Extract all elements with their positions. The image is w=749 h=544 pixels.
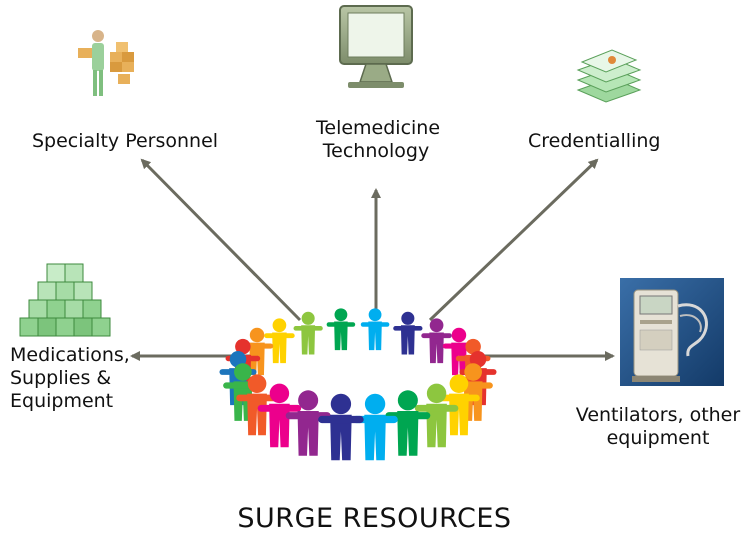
person-figure (453, 363, 493, 421)
person-head (397, 390, 418, 411)
medications-label: Medications, Supplies & Equipment (10, 344, 130, 413)
person-body (269, 403, 290, 448)
person-body (400, 325, 415, 355)
credentialling-text: Credentialling (528, 130, 661, 152)
person-head (269, 383, 290, 404)
person-head (429, 318, 444, 333)
person-figure (318, 393, 364, 461)
telemedicine-line1: Telemedicine (316, 117, 441, 139)
person-figure (414, 383, 459, 448)
ventilators-label: Ventilators, other equipment (570, 404, 746, 450)
ventilators-line2: equipment (606, 427, 710, 449)
person-body (368, 321, 382, 351)
person-figure (421, 318, 452, 364)
person-body (364, 414, 386, 461)
person-figure (326, 308, 356, 351)
person-body (330, 414, 352, 461)
person-head (330, 393, 352, 415)
person-figure (385, 390, 431, 456)
person-figure (293, 311, 323, 355)
telemedicine-label: Telemedicine Technology (316, 117, 441, 163)
person-head (234, 363, 252, 381)
medications-line2: Supplies & (10, 367, 112, 389)
person-head (235, 338, 251, 355)
person-head (368, 308, 382, 322)
person-body (463, 381, 483, 421)
person-body (449, 393, 469, 436)
medications-line1: Medications, (10, 344, 130, 366)
ventilators-line1: Ventilators, other (575, 404, 741, 426)
person-head (464, 363, 482, 381)
specialty-personnel-text: Specialty Personnel (32, 130, 219, 152)
arrow-to-specialty-personnel (140, 158, 302, 322)
credentialling-label: Credentialling (528, 130, 660, 153)
people-circle-icon (219, 308, 497, 461)
person-body (272, 332, 287, 364)
person-head (247, 374, 267, 394)
person-figure (360, 308, 390, 351)
person-figure (393, 311, 423, 355)
person-figure (236, 374, 278, 436)
person-body (451, 342, 467, 376)
person-body (334, 321, 348, 351)
person-figure (285, 390, 331, 456)
person-head (451, 327, 467, 343)
person-body (429, 332, 444, 364)
arrow-to-credentialling (428, 158, 599, 322)
person-head (301, 311, 315, 325)
specialty-personnel-label: Specialty Personnel (32, 130, 218, 153)
person-figure (352, 393, 398, 461)
ventilator-icon (620, 278, 724, 386)
person-body (397, 410, 419, 456)
person-body (233, 381, 253, 421)
person-figure (442, 327, 476, 376)
person-body (247, 393, 267, 436)
person-head (298, 390, 319, 411)
person-with-boxes-icon (78, 30, 134, 96)
person-figure (240, 327, 274, 376)
stacked-boxes-icon (19, 263, 111, 337)
person-head (465, 338, 481, 355)
person-head (449, 374, 469, 394)
person-figure (257, 383, 302, 448)
person-head (364, 393, 386, 415)
person-body (249, 342, 265, 376)
person-body (297, 410, 319, 456)
person-figure (264, 318, 295, 364)
person-head (426, 383, 447, 404)
person-head (272, 318, 287, 333)
person-head (401, 311, 415, 325)
person-head (249, 327, 265, 343)
diagram-title: SURGE RESOURCES (237, 503, 512, 534)
person-figure (438, 374, 480, 436)
documents-icon (576, 49, 642, 103)
person-body (301, 325, 316, 355)
telemedicine-line2: Technology (322, 140, 430, 162)
person-body (426, 403, 447, 448)
medications-line3: Equipment (10, 390, 114, 412)
monitor-icon (339, 5, 413, 88)
person-head (334, 308, 348, 322)
